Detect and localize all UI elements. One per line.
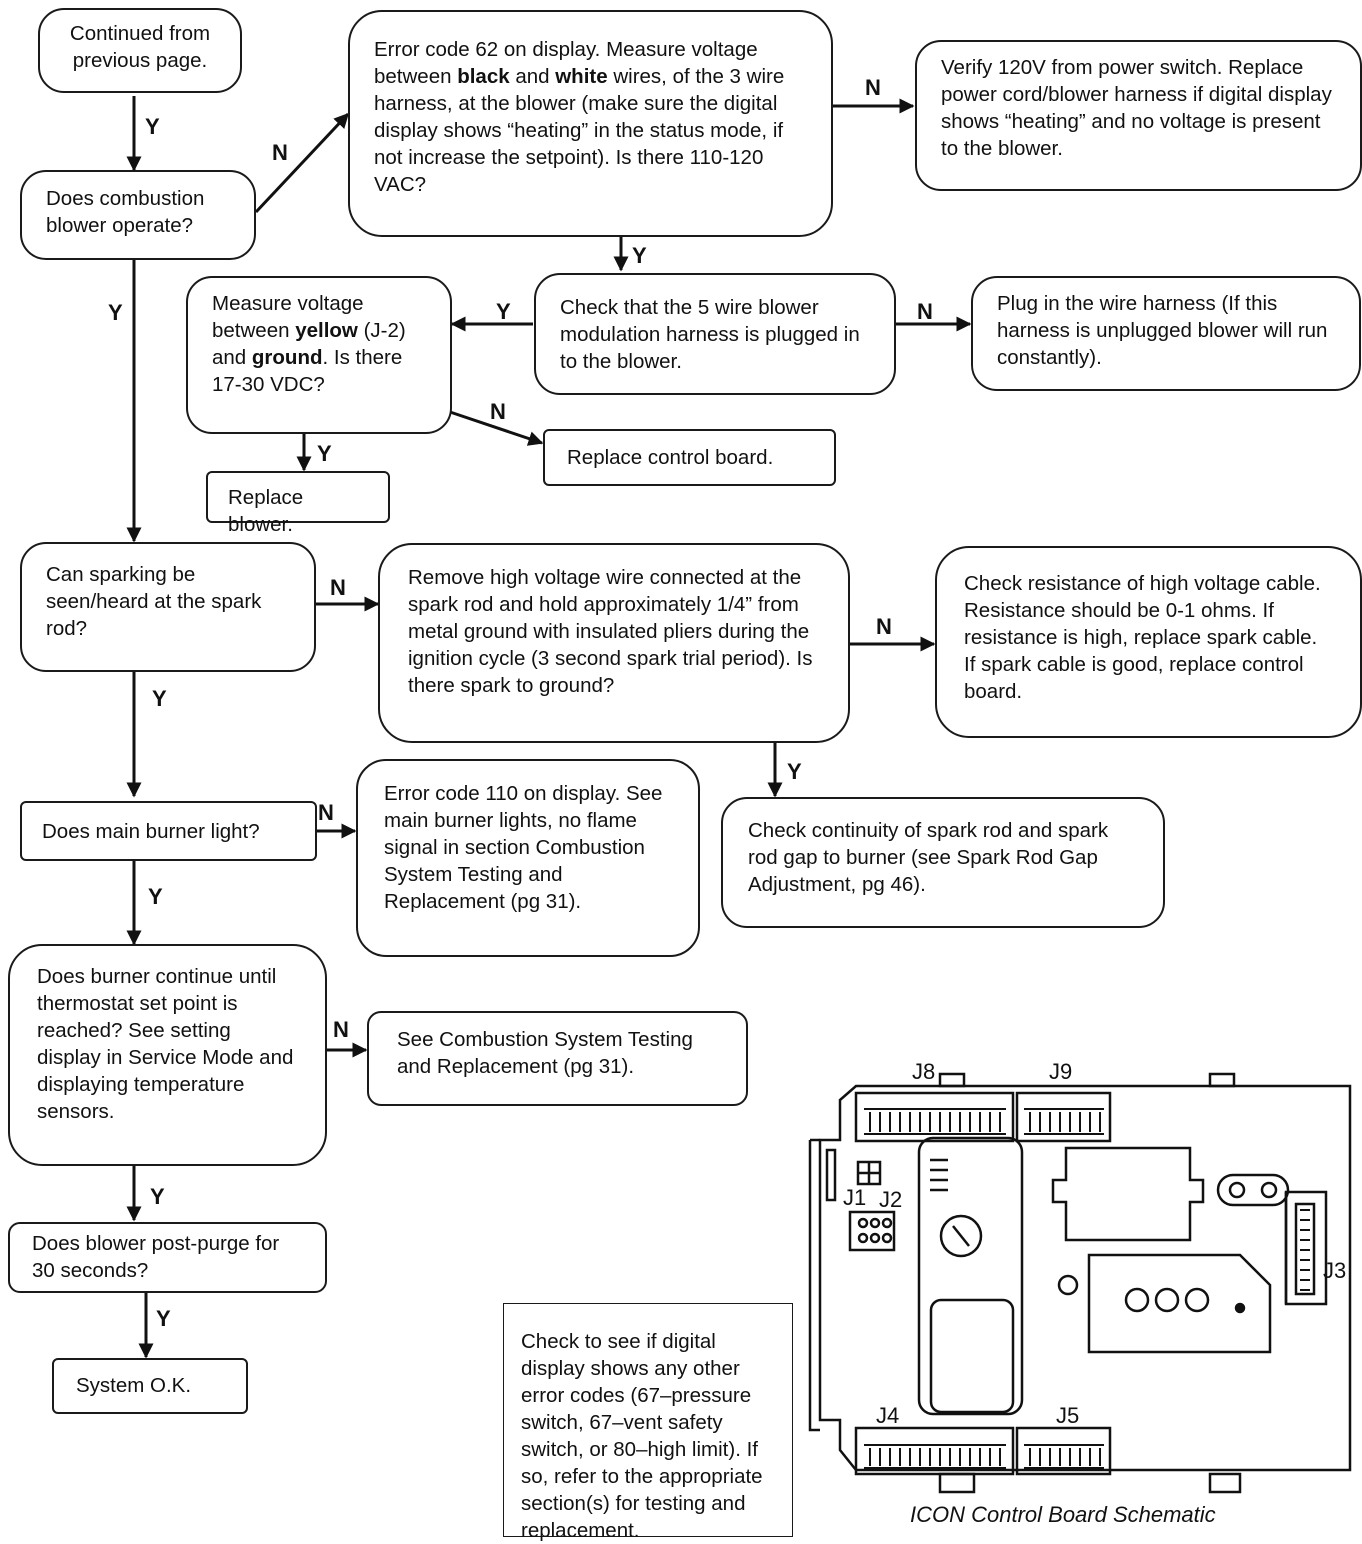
node-blower-question: Does combustion blower operate? (20, 170, 256, 260)
node-remove-hv-wire: Remove high voltage wire connected at th… (378, 543, 850, 743)
label-yes: Y (317, 441, 332, 466)
node-error-110: Error code 110 on display. See main burn… (356, 759, 700, 957)
arrow-measure-to-replaceboard (449, 410, 544, 446)
label-yes: Y (496, 299, 511, 324)
connector-label-j3: J3 (1323, 1258, 1346, 1283)
node-check-5-wire: Check that the 5 wire blower modulation … (534, 273, 896, 395)
label-no: N (333, 1017, 349, 1042)
node-check-continuity: Check continuity of spark rod and spark … (721, 797, 1165, 928)
schematic-caption: ICON Control Board Schematic (910, 1502, 1216, 1527)
label-no: N (318, 800, 334, 825)
control-board-schematic: J8 J9 J2 J1 J3 J4 J5 (808, 1059, 1352, 1494)
label-no: N (330, 575, 346, 600)
connector-label-j9: J9 (1049, 1059, 1072, 1084)
connector-label-j2: J2 (879, 1187, 902, 1212)
node-error-62: Error code 62 on display. Measure voltag… (348, 10, 833, 237)
node-spark-question: Can sparking be seen/heard at the spark … (20, 542, 316, 672)
label-no: N (876, 614, 892, 639)
node-continue-question: Does burner continue until thermostat se… (8, 944, 327, 1166)
label-yes: Y (156, 1306, 171, 1331)
connector-label-j8: J8 (912, 1059, 935, 1084)
node-verify-120v: Verify 120V from power switch. Replace p… (915, 40, 1362, 191)
node-system-ok: System O.K. (52, 1358, 248, 1414)
label-no: N (917, 299, 933, 324)
connector-label-j4: J4 (876, 1403, 899, 1428)
arrow-blower-to-err62 (254, 112, 350, 214)
label-no: N (272, 140, 288, 165)
connector-label-j1: J1 (843, 1185, 866, 1210)
label-yes: Y (108, 300, 123, 325)
label-yes: Y (787, 759, 802, 784)
label-no: N (490, 399, 506, 424)
node-measure-yellow: Measure voltage between yellow (J-2) and… (186, 276, 452, 434)
node-check-resistance: Check resistance of high voltage cable. … (935, 546, 1362, 738)
label-yes: Y (632, 243, 647, 268)
label-yes: Y (152, 686, 167, 711)
node-see-combustion: See Combustion System Testing and Replac… (367, 1011, 748, 1106)
connector-label-j5: J5 (1056, 1403, 1079, 1428)
label-yes: Y (145, 114, 160, 139)
label-yes: Y (148, 884, 163, 909)
node-replace-control-board: Replace control board. (543, 429, 836, 486)
node-plug-harness: Plug in the wire harness (If this harnes… (971, 276, 1361, 391)
label-no: N (865, 75, 881, 100)
label-yes: Y (150, 1184, 165, 1209)
node-other-error-codes: Check to see if digital display shows an… (503, 1303, 793, 1542)
node-start: Continued from previous page. (38, 8, 242, 93)
node-postpurge-question: Does blower post-purge for 30 seconds? (8, 1222, 327, 1293)
node-replace-blower: Replace blower. (206, 471, 390, 536)
node-burner-question: Does main burner light? (20, 801, 317, 861)
